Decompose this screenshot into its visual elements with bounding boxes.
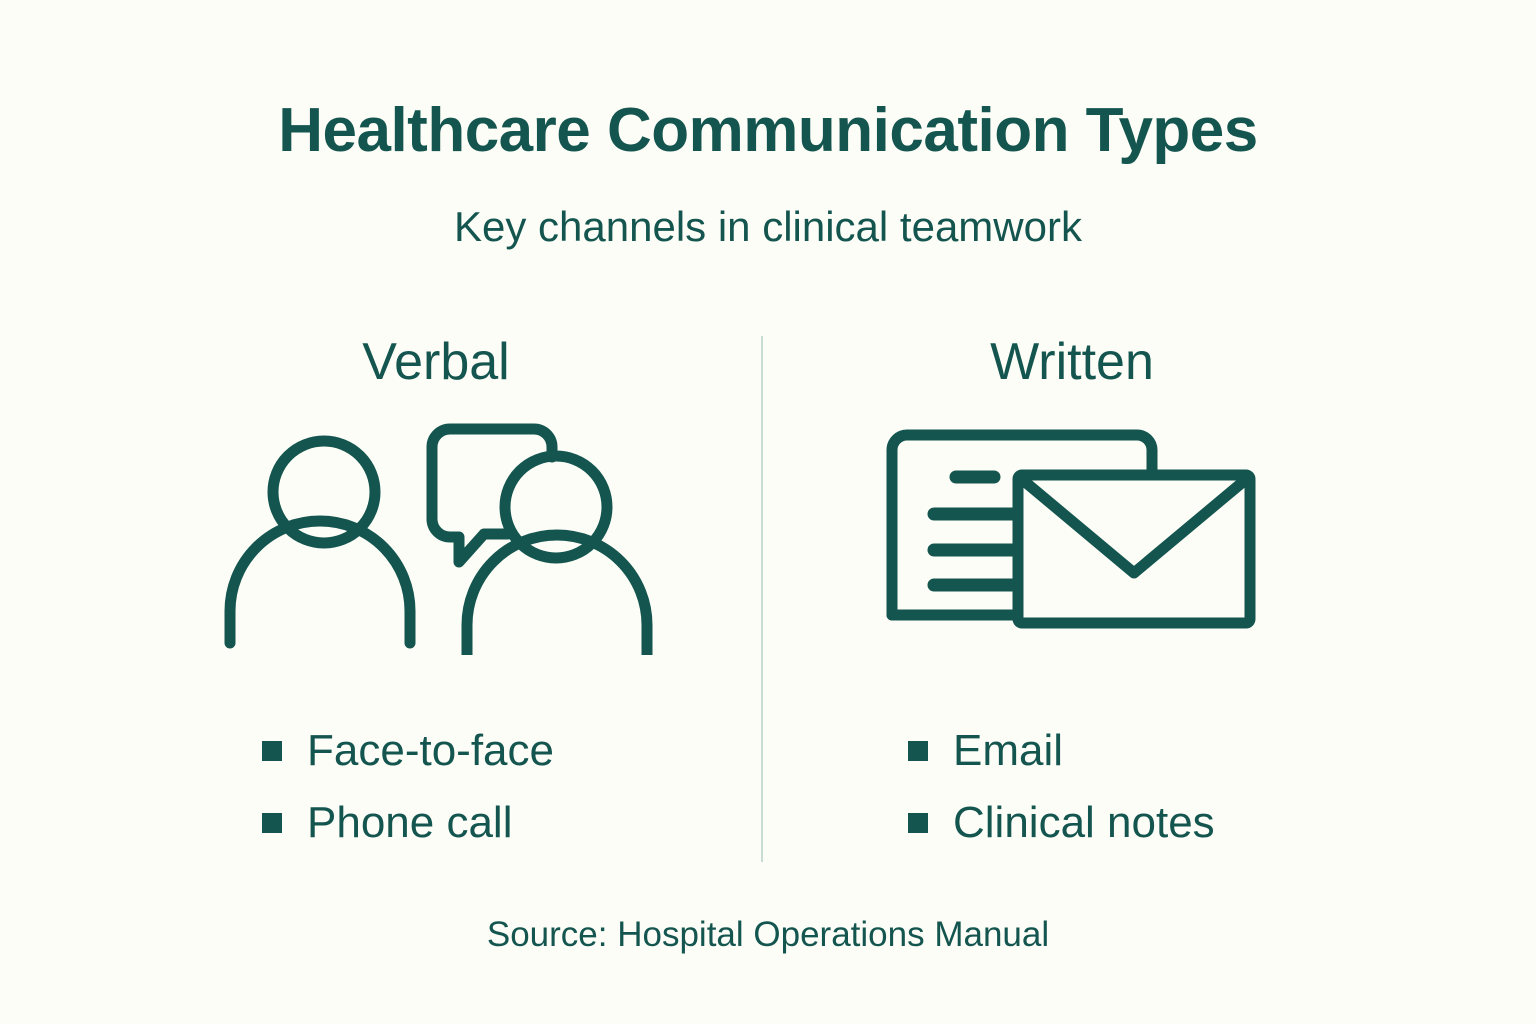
page-title: Healthcare Communication Types — [278, 96, 1258, 165]
column-verbal: Verbal — [66, 333, 806, 660]
column-written: Written — [702, 333, 1442, 660]
bullet-square-icon — [908, 813, 928, 833]
list-item: Face-to-face — [262, 715, 554, 787]
bullet-label: Email — [953, 726, 1064, 775]
person-left-head-icon — [267, 435, 381, 549]
bullet-square-icon — [262, 813, 282, 833]
column-heading-verbal: Verbal — [362, 333, 510, 391]
bullet-square-icon — [908, 741, 928, 761]
list-item: Phone call — [262, 787, 554, 859]
speech-bubble-tail-icon — [426, 513, 514, 568]
verbal-bullet-list: Face-to-face Phone call — [262, 715, 554, 859]
page-subtitle: Key channels in clinical teamwork — [454, 203, 1082, 250]
column-divider — [761, 336, 763, 862]
column-heading-written: Written — [990, 333, 1154, 391]
speech-bubble-top-icon — [426, 423, 558, 525]
bullet-label: Clinical notes — [953, 798, 1215, 847]
person-right-shoulders-icon — [461, 529, 653, 656]
person-right-head-icon — [499, 450, 613, 564]
document-outline-icon — [886, 429, 1158, 621]
list-item: Email — [908, 715, 1215, 787]
source-caption: Source: Hospital Operations Manual — [486, 915, 1050, 954]
envelope-flap-icon — [1018, 475, 1250, 579]
document-envelope-icon — [886, 429, 1256, 629]
list-item: Clinical notes — [908, 787, 1215, 859]
person-left-shoulders-icon — [224, 515, 416, 649]
two-people-speech-bubble-icon — [224, 423, 653, 656]
written-icon-area — [702, 415, 1442, 660]
bullet-square-icon — [262, 741, 282, 761]
bullet-label: Face-to-face — [307, 726, 554, 775]
written-bullet-list: Email Clinical notes — [908, 715, 1215, 859]
bullet-label: Phone call — [307, 798, 513, 847]
document-text-lines-icon — [927, 470, 1024, 592]
verbal-icon-area — [66, 415, 806, 660]
envelope-body-icon — [1012, 469, 1256, 629]
